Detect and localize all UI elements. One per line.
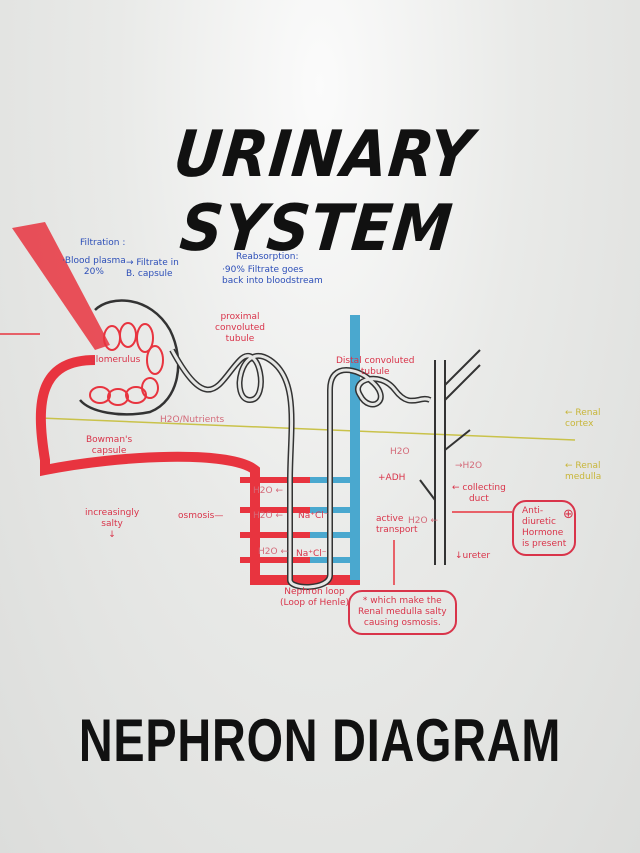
title-nephron-diagram: NEPHRON DIAGRAM [78, 707, 562, 774]
bowmans-capsule [79, 299, 180, 416]
label-adh: +ADH [378, 473, 406, 483]
label-h2o-3: H2O ← [258, 547, 288, 557]
label-h2o-duct: →H2O [455, 461, 483, 471]
label-increasingly-salty: increasingly salty ↓ [85, 508, 140, 540]
label-h2o-nutrients: H2O/Nutrients [160, 415, 225, 425]
label-glomerulus: glomerulus [90, 355, 141, 365]
label-h2o-collecting: H2O ← [408, 516, 438, 526]
label-h2o-2: H2O ← [253, 511, 283, 521]
label-blood-plasma: ·Blood plasma 20% [62, 256, 126, 277]
label-bowmans-capsule: Bowman's capsule [86, 435, 133, 456]
label-active-transport: active transport [376, 514, 418, 535]
label-filtrate: → Filtrate in B. capsule [126, 258, 179, 279]
label-nacl-2: Na⁺Cl⁻ [296, 549, 327, 559]
label-h2o-1: H2O ← [253, 486, 283, 496]
label-adh-present: Anti- diuretic Hormone is present [512, 500, 577, 556]
label-salty-note: * which make the Renal medulla salty cau… [348, 590, 457, 635]
label-renal-medulla: ← Renal medulla [565, 461, 602, 482]
peritubular-vein [350, 315, 360, 580]
cortex-medulla-boundary [39, 417, 576, 441]
label-proximal-tubule: proximal convoluted tubule [215, 312, 265, 344]
label-collecting-duct: ← collecting duct [452, 483, 506, 504]
label-nacl-1: Na⁺Cl⁻ [298, 511, 329, 521]
label-renal-cortex: ← Renal cortex [565, 408, 601, 429]
efferent-vessel [35, 355, 360, 585]
label-reabsorption-detail: ·90% Filtrate goes back into bloodstream [222, 265, 323, 286]
plus-icon: ⊕ [563, 507, 574, 522]
renal-tubule-inner [170, 349, 431, 589]
label-filtration: Filtration : [80, 238, 126, 248]
glomerulus-coils [89, 322, 164, 406]
label-h2o: H2O [390, 447, 410, 457]
collecting-duct [419, 349, 481, 565]
label-distal-tubule: Distal convoluted tubule [336, 356, 415, 377]
afferent-arteriole [12, 222, 110, 350]
label-osmosis: osmosis— [178, 511, 224, 521]
capillary-bars [240, 477, 310, 563]
label-nephron-loop: Nephron loop (Loop of Henle) [280, 587, 350, 608]
label-ureter: ↓ureter [455, 551, 491, 561]
label-reabsorption: Reabsorption: [236, 252, 299, 262]
